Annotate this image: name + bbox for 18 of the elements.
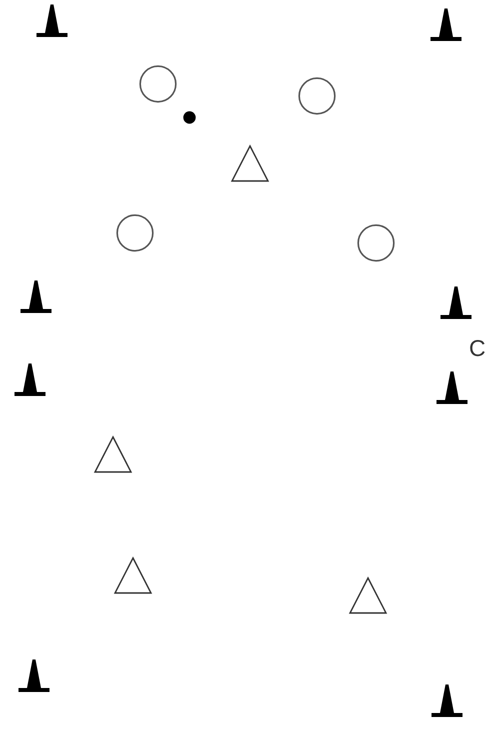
cone-icon	[430, 8, 462, 40]
cone-icon	[440, 286, 472, 318]
triangle-icon	[349, 576, 387, 614]
cone-icon	[436, 370, 468, 404]
circle-icon	[116, 214, 154, 252]
cone-icon	[431, 684, 463, 716]
triangle-icon	[114, 556, 152, 594]
circle-icon	[357, 224, 395, 262]
cone-icon	[36, 4, 68, 36]
dot-icon	[182, 110, 196, 124]
circle-icon	[139, 65, 177, 103]
cone-icon	[20, 280, 52, 312]
letter-label: C	[469, 337, 486, 360]
circle-icon	[298, 77, 336, 115]
cone-icon	[18, 658, 50, 692]
triangle-icon	[94, 436, 132, 472]
cone-icon	[14, 362, 46, 396]
triangle-icon	[231, 144, 269, 182]
